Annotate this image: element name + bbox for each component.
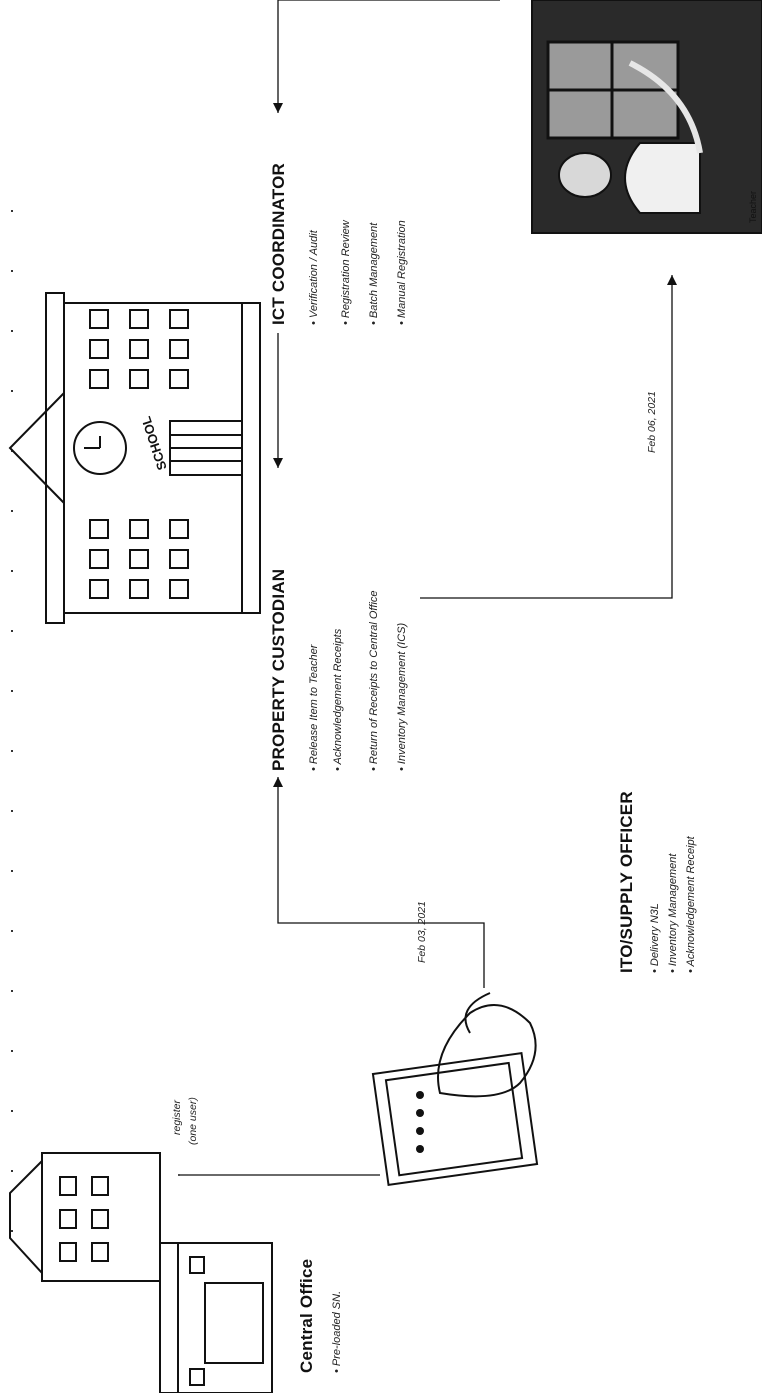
list-item: • Inventory Management — [667, 853, 679, 973]
list-item: • Return of Receipts to Central Office — [368, 590, 380, 771]
windows-right — [90, 310, 188, 388]
list-item: • Batch Management — [368, 222, 380, 325]
property-custodian-block: PROPERTY CUSTODIAN • Release Item to Tea… — [269, 569, 408, 771]
ict-coordinator-title: ICT COORDINATOR — [269, 163, 288, 325]
connector-custodian-to-teacher — [420, 275, 677, 598]
central-office-building-icon — [10, 1153, 272, 1393]
ict-coordinator-block: ICT COORDINATOR • Verification / Audit •… — [269, 163, 408, 325]
windows-left — [90, 520, 188, 598]
connector-ict-to-custodian — [273, 333, 283, 468]
list-item: • Pre-loaded SN. — [331, 1291, 343, 1373]
central-office-title: Central Office — [297, 1259, 316, 1373]
list-item: • Verification / Audit — [308, 229, 320, 325]
school-sign-text: SCHOOL — [138, 414, 169, 472]
property-custodian-title: PROPERTY CUSTODIAN — [269, 569, 288, 771]
list-item: • Manual Registration — [396, 220, 408, 325]
register-label-line2: (one user) — [187, 1097, 199, 1145]
list-item: • Delivery N3L — [649, 903, 661, 973]
list-item: • Acknowledgement Receipt — [685, 835, 697, 973]
central-office-block: Central Office • Pre-loaded SN. — [297, 1259, 343, 1373]
date-label-ito-custodian: Feb 03, 2021 — [416, 901, 428, 963]
date-label-custodian-teacher: Feb 06, 2021 — [646, 391, 658, 453]
list-item: • Inventory Management (ICS) — [396, 623, 408, 771]
connector-teacher-to-ict — [273, 0, 500, 113]
list-item: • Registration Review — [340, 219, 352, 325]
teacher-photo-caption: Teacher — [748, 191, 758, 223]
list-item: • Acknowledgement Receipts — [332, 628, 344, 771]
school-building-icon: SCHOOL — [10, 293, 260, 623]
register-label: register (one user) — [171, 1097, 199, 1145]
teacher-photo-image: Teacher — [532, 0, 762, 233]
ito-supply-officer-block: ITO/SUPPLY OFFICER • Delivery N3L • Inve… — [617, 791, 697, 973]
central-office-items: • Pre-loaded SN. — [331, 1291, 343, 1373]
tablet-device-icon — [373, 993, 537, 1185]
register-label-line1: register — [171, 1099, 183, 1135]
ito-supply-officer-title: ITO/SUPPLY OFFICER — [617, 791, 636, 973]
list-item: • Release Item to Teacher — [308, 643, 320, 771]
connector-ito-to-custodian — [273, 777, 484, 988]
